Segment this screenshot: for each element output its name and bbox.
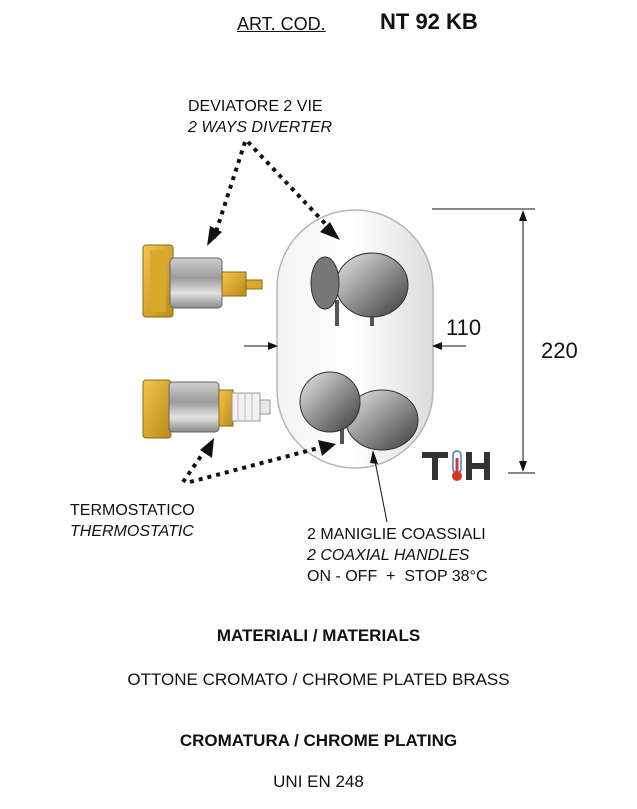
- diverter-arrows: [212, 140, 335, 239]
- handles-label-en: 2 COAXIAL HANDLES: [307, 547, 470, 564]
- height-dimension-label: 220: [541, 338, 578, 363]
- height-dimension: [432, 208, 535, 474]
- diverter-body: [142, 244, 263, 318]
- thermostatic-body: [142, 379, 271, 439]
- width-dimension-label: 110: [446, 315, 482, 340]
- width-dimension: [244, 342, 466, 350]
- thermostatic-label-en: THERMOSTATIC: [70, 523, 194, 540]
- art-code-value: NT 92 KB: [380, 9, 478, 34]
- diverter-label-it: DEVIATORE 2 VIE: [188, 98, 323, 115]
- handles-leader: [373, 455, 388, 523]
- handles-spec: ON - OFF + STOP 38°C: [307, 568, 488, 585]
- arrowhead: [207, 226, 222, 246]
- handles-callout: 2 MANIGLIE COASSIALI 2 COAXIAL HANDLES O…: [307, 524, 488, 587]
- materials-heading: MATERIALI / MATERIALS: [216, 626, 421, 645]
- plating-value: UNI EN 248: [273, 772, 364, 791]
- diverter-label-en: 2 WAYS DIVERTER: [188, 119, 333, 136]
- plating-heading: CROMATURA / CHROME PLATING: [179, 731, 458, 750]
- materials-value: OTTONE CROMATO / CHROME PLATED BRASS: [127, 670, 510, 689]
- handles-label-it: 2 MANIGLIE COASSIALI: [307, 526, 486, 543]
- lower-handle: [299, 371, 419, 451]
- art-code-label: ART. COD.: [237, 14, 326, 34]
- thermostatic-label-it: TERMOSTATICO: [70, 502, 195, 519]
- upper-handle: [310, 252, 409, 326]
- arrowhead: [200, 438, 214, 458]
- th-logo: [422, 450, 490, 481]
- arrowhead: [370, 450, 378, 464]
- thermostatic-callout: TERMOSTATICO THERMOSTATIC: [70, 500, 195, 542]
- diverter-callout: DEVIATORE 2 VIE 2 WAYS DIVERTER: [188, 96, 332, 138]
- arrowhead: [318, 440, 336, 456]
- arrowhead: [320, 222, 340, 240]
